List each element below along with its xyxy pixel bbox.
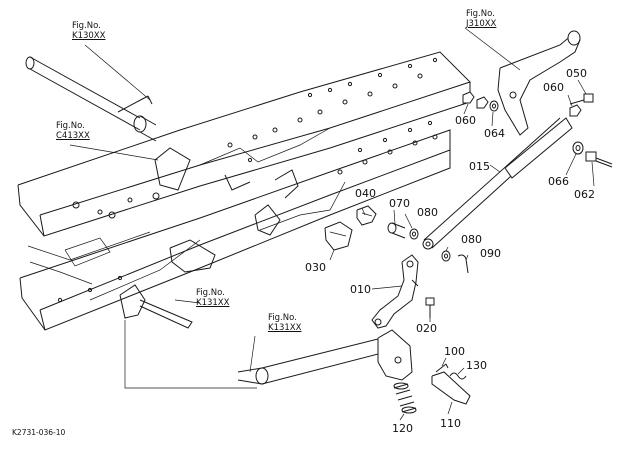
- figure-ref-number: K131XX: [268, 323, 302, 333]
- part-120-spring: [393, 382, 417, 414]
- part-015-rod: [422, 117, 573, 250]
- part-label-015: 015: [469, 160, 490, 173]
- cross-shaft: [25, 56, 157, 142]
- part-130-spring: [449, 372, 467, 380]
- part-label-100: 100: [444, 345, 465, 358]
- part-label-060-left: 060: [455, 114, 476, 127]
- part-060-nut-left: [462, 91, 489, 109]
- part-060-nut-right: [569, 104, 582, 117]
- part-label-080-upper: 080: [417, 206, 438, 219]
- part-020-bolt: [425, 297, 435, 318]
- part-label-070: 070: [389, 197, 410, 210]
- part-066-washer: [572, 141, 584, 155]
- figure-ref-k131xx-left: Fig.No. K131XX: [196, 288, 229, 308]
- figure-ref-prefix: Fig.No.: [466, 9, 495, 19]
- brake-rod: [237, 337, 387, 385]
- part-090-pin: [457, 254, 469, 274]
- part-label-120: 120: [392, 422, 413, 435]
- part-064-washer: [489, 100, 499, 112]
- part-050-bolt: [569, 93, 594, 105]
- frame-rail-lower: [19, 129, 451, 331]
- figure-ref-c413xx: Fig.No. C413XX: [56, 121, 90, 141]
- frame-brackets: [119, 147, 299, 329]
- figure-ref-number: K131XX: [196, 298, 230, 308]
- part-label-062: 062: [574, 188, 595, 201]
- part-label-110: 110: [440, 417, 461, 430]
- figure-ref-prefix: Fig.No.: [72, 21, 101, 31]
- figure-ref-number: K130XX: [72, 31, 106, 41]
- figure-ref-k130xx: Fig.No. K130XX: [72, 21, 105, 41]
- drawing-code: K2731-036-10: [12, 428, 66, 437]
- part-label-060-right: 060: [543, 81, 564, 94]
- frame-holes: [57, 57, 438, 303]
- figure-ref-number: C413XX: [56, 131, 90, 141]
- figure-ref-k131xx-right: Fig.No. K131XX: [268, 313, 301, 333]
- part-label-066: 066: [548, 175, 569, 188]
- part-label-040: 040: [355, 187, 376, 200]
- part-080-washer: [409, 228, 419, 240]
- part-010-lever: [371, 254, 419, 329]
- part-100-pin: [435, 363, 449, 373]
- part-040-clip: [356, 205, 377, 226]
- part-label-030: 030: [305, 261, 326, 274]
- figure-ref-prefix: Fig.No.: [196, 288, 225, 298]
- part-label-010: 010: [350, 283, 371, 296]
- figure-ref-number: J310XX: [466, 19, 497, 29]
- part-062-bolt: [585, 151, 613, 168]
- pedal-bracket: [377, 329, 413, 381]
- part-label-020: 020: [416, 322, 437, 335]
- figure-ref-prefix: Fig.No.: [56, 121, 85, 131]
- part-label-090: 090: [480, 247, 501, 260]
- frame-cross-plate: [27, 231, 201, 301]
- pedal-arm-assembly: [497, 30, 581, 136]
- part-label-080-lower: 080: [461, 233, 482, 246]
- part-110-pedal: [431, 371, 471, 405]
- part-label-130: 130: [466, 359, 487, 372]
- leader-lines: [69, 27, 595, 421]
- part-070-pin: [387, 222, 406, 239]
- figure-ref-prefix: Fig.No.: [268, 313, 297, 323]
- part-label-064: 064: [484, 127, 505, 140]
- part-030-bracket: [324, 221, 353, 251]
- figure-ref-j310xx: Fig.No. J310XX: [466, 9, 496, 29]
- part-label-050: 050: [566, 67, 587, 80]
- part-080-washer-lower: [441, 250, 451, 262]
